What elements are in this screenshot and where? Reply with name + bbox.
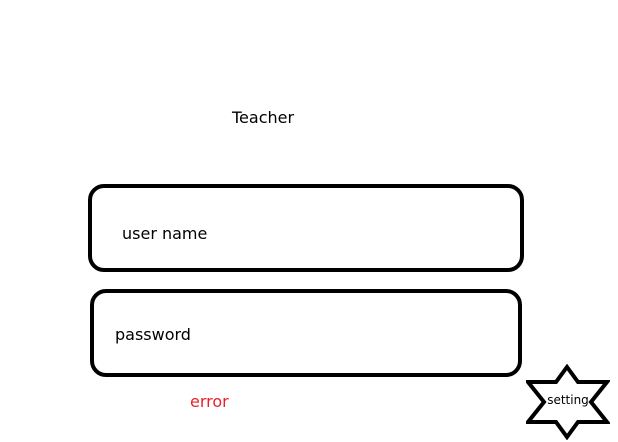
star-icon bbox=[526, 364, 610, 440]
setting-button[interactable]: setting bbox=[526, 364, 610, 440]
error-message: error bbox=[190, 392, 229, 411]
username-field[interactable]: user name bbox=[88, 184, 524, 272]
password-field[interactable]: password bbox=[90, 289, 522, 377]
page-title: Teacher bbox=[232, 108, 295, 127]
username-label: user name bbox=[122, 224, 208, 243]
password-label: password bbox=[115, 325, 191, 344]
setting-label: setting bbox=[547, 393, 589, 407]
